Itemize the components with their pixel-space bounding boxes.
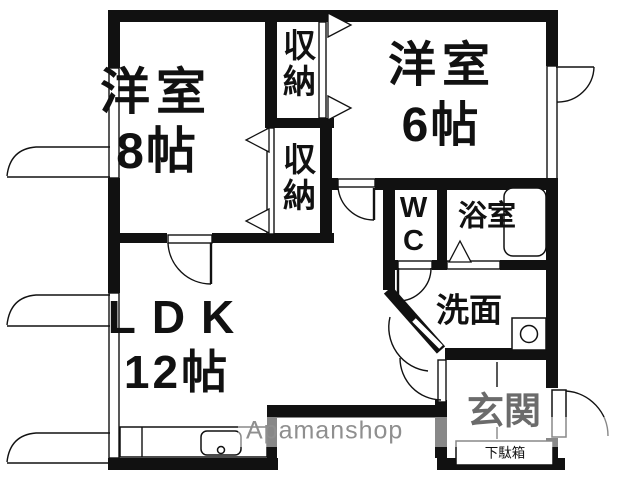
ldk-size-label: 12帖 bbox=[123, 346, 231, 398]
wall-room8-ldk-a bbox=[120, 233, 167, 243]
bath-door-triangle-icon bbox=[447, 239, 473, 263]
window-swing-room8 bbox=[6, 146, 110, 178]
closet-upper-triangle-bottom-icon bbox=[327, 94, 353, 122]
closet-door-markers bbox=[244, 11, 473, 263]
sink-drain-icon bbox=[216, 445, 226, 455]
wall-wc-bottom-b bbox=[432, 260, 447, 270]
walls bbox=[108, 10, 565, 470]
room8-size-label: 8帖 bbox=[116, 123, 198, 179]
wall-bath-bottom bbox=[500, 260, 558, 270]
closet-upper-label: 収納 bbox=[278, 28, 316, 100]
wall-wc-left bbox=[383, 187, 395, 290]
door-slabs bbox=[167, 21, 501, 403]
entrance-label: 玄関 bbox=[467, 390, 541, 432]
window-swing-ldk-upper bbox=[6, 294, 110, 327]
room6-size-label: 6帖 bbox=[401, 99, 481, 152]
closet-upper-triangle-top-icon bbox=[327, 11, 353, 39]
room6-label: 洋室 bbox=[387, 39, 497, 92]
wall-room8-ldk-b bbox=[212, 233, 334, 243]
wall-left-mid bbox=[108, 178, 120, 293]
bathtub-icon bbox=[503, 187, 547, 257]
washroom-label: 洗面 bbox=[436, 291, 502, 329]
watermark-text: Apamanshop bbox=[246, 416, 404, 445]
door-arc-wc bbox=[397, 267, 432, 302]
wall-closet-divider bbox=[265, 118, 334, 128]
door-slab-bath bbox=[446, 260, 501, 270]
wall-hall-bottom bbox=[267, 405, 447, 418]
room8-label: 洋室 bbox=[100, 64, 212, 120]
door-slab-entrance-hall bbox=[437, 359, 447, 403]
wall-right-upper bbox=[546, 10, 558, 66]
wall-right-mid bbox=[546, 180, 558, 388]
wall-wc-bottom-a bbox=[383, 260, 398, 270]
wall-washroom-bottom bbox=[445, 348, 558, 360]
door-arc-room6 bbox=[337, 186, 375, 221]
bathroom-label: 浴室 bbox=[457, 200, 517, 233]
wall-room6-bottom-b bbox=[375, 178, 558, 190]
door-slab-room6 bbox=[337, 178, 376, 188]
washing-machine-drum-icon bbox=[519, 324, 539, 344]
wall-left-upper bbox=[108, 10, 120, 68]
door-arc-washroom bbox=[388, 316, 429, 372]
window-swing-ldk-lower bbox=[6, 432, 110, 464]
door-slab-room8 bbox=[167, 234, 213, 244]
door-arc-room8 bbox=[167, 242, 212, 285]
closet-lower-triangle-top-icon bbox=[244, 126, 270, 154]
door-arc-entrance-hall bbox=[399, 357, 442, 401]
shoe-cabinet-label: 下駄箱 bbox=[484, 445, 526, 461]
ldk-label: LDK bbox=[107, 291, 251, 343]
window-swing-room6 bbox=[556, 66, 595, 103]
window-east-room6 bbox=[546, 65, 558, 181]
washroom-door-slab bbox=[412, 318, 443, 349]
closet-lower-triangle-bottom-icon bbox=[244, 207, 270, 235]
closet-lower-label: 収納 bbox=[278, 142, 316, 214]
wall-closet-left bbox=[265, 22, 277, 118]
door-slab-wc bbox=[397, 260, 433, 270]
watermark-band bbox=[238, 417, 617, 447]
closet-upper-opening bbox=[318, 21, 327, 119]
wall-bottom-left bbox=[108, 458, 278, 470]
closet-lower-opening bbox=[266, 127, 275, 235]
wall-room6-bottom-a bbox=[320, 178, 338, 190]
wc-label: WC bbox=[397, 192, 430, 258]
wall-wc-bath-divider bbox=[437, 188, 447, 263]
